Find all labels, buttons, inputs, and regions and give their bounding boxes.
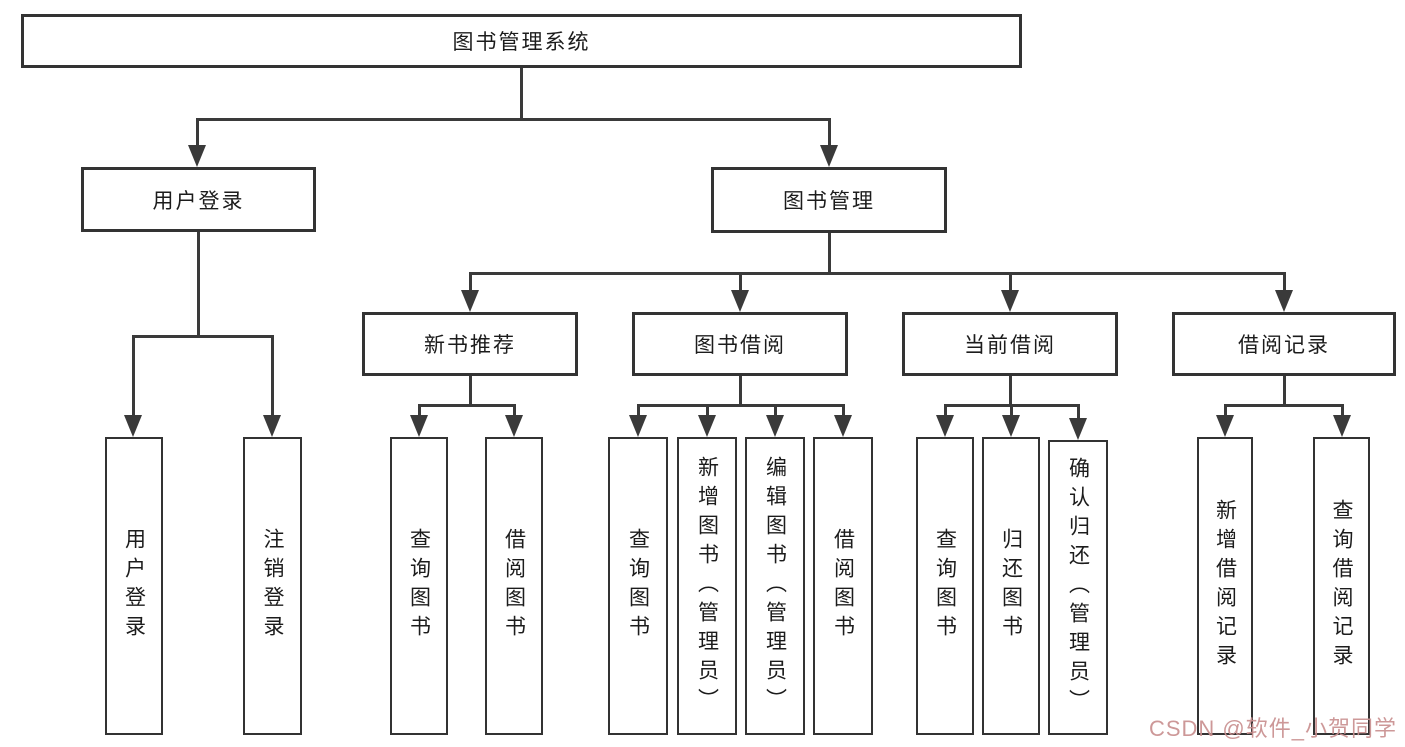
leaf-label: 用户登录 [122, 528, 146, 644]
connector-line [1008, 376, 1012, 407]
arrow-down-icon [731, 290, 749, 312]
node-label: 借阅记录 [1238, 334, 1330, 357]
leaf-label: 查询借阅记录 [1330, 499, 1353, 673]
arrow-down-icon [834, 415, 852, 437]
arrow-down-icon [1069, 418, 1087, 440]
node-label: 当前借阅 [964, 334, 1056, 357]
leaf-label: 查询图书 [933, 528, 957, 644]
connector-line [417, 403, 516, 407]
leaf-label: 新增图书（管理员） [695, 455, 719, 717]
node-borrow-records: 借阅记录 [1172, 312, 1396, 376]
leaf-label: 借阅图书 [831, 528, 855, 644]
arrow-down-icon [1275, 290, 1293, 312]
connector-line [636, 403, 845, 407]
connector-line [943, 405, 947, 415]
arrow-down-icon [1001, 290, 1019, 312]
arrow-down-icon [1002, 415, 1020, 437]
arrow-down-icon [629, 415, 647, 437]
connector-line [196, 232, 200, 338]
leaf-label: 注销登录 [261, 528, 284, 644]
connector-line [1282, 376, 1286, 407]
arrow-down-icon [698, 415, 716, 437]
leaf-label: 查询图书 [626, 528, 650, 644]
csdn-watermark: CSDN @软件_小贺同学 [1148, 716, 1397, 741]
arrow-down-icon [1333, 415, 1351, 437]
node-label: 图书管理 [783, 190, 875, 213]
node-book-management: 图书管理 [711, 167, 947, 233]
connector-line [827, 119, 831, 145]
connector-line [1223, 403, 1344, 407]
arrow-down-icon [461, 290, 479, 312]
connector-line [1223, 405, 1227, 415]
connector-line [1008, 273, 1012, 290]
connector-line [195, 119, 199, 145]
connector-line [468, 273, 472, 290]
leaf-query-books-borrow: 查询图书 [608, 437, 668, 735]
leaf-query-borrow-record: 查询借阅记录 [1313, 437, 1370, 735]
arrow-down-icon [410, 415, 428, 437]
connector-line [841, 405, 845, 415]
leaf-label: 新增借阅记录 [1213, 499, 1237, 673]
leaf-confirm-return-admin: 确认归还（管理员） [1048, 440, 1108, 735]
connector-line [738, 376, 742, 407]
leaf-return-books: 归还图书 [982, 437, 1040, 735]
leaf-label: 确认归还（管理员） [1066, 457, 1090, 718]
node-new-book-recommend: 新书推荐 [362, 312, 578, 376]
connector-line [131, 336, 135, 415]
arrow-down-icon [820, 145, 838, 167]
connector-line [1009, 405, 1013, 415]
connector-line [705, 405, 709, 415]
leaf-label: 归还图书 [999, 528, 1023, 644]
arrow-down-icon [1216, 415, 1234, 437]
leaf-label: 借阅图书 [502, 528, 526, 644]
leaf-add-borrow-record: 新增借阅记录 [1197, 437, 1253, 735]
connector-line [468, 376, 472, 407]
connector-line [738, 273, 742, 290]
leaf-borrow-books-recommend: 借阅图书 [485, 437, 543, 735]
connector-line [417, 405, 421, 415]
leaf-label: 查询图书 [407, 528, 431, 644]
connector-line [270, 336, 274, 415]
leaf-borrow-books: 借阅图书 [813, 437, 873, 735]
node-user-login: 用户登录 [81, 167, 316, 232]
leaf-logout: 注销登录 [243, 437, 302, 735]
leaf-query-books-current: 查询图书 [916, 437, 974, 735]
connector-line [827, 233, 831, 275]
connector-line [636, 405, 640, 415]
leaf-label: 编辑图书（管理员） [763, 455, 787, 717]
node-label: 图书管理系统 [452, 31, 591, 54]
connector-line [512, 405, 516, 415]
arrow-down-icon [263, 415, 281, 437]
connector-line [773, 405, 777, 415]
connector-line [1340, 405, 1344, 415]
connector-line [1076, 405, 1080, 418]
connector-line [195, 117, 831, 121]
connector-line [468, 271, 1286, 275]
arrow-down-icon [936, 415, 954, 437]
leaf-query-books-recommend: 查询图书 [390, 437, 448, 735]
node-book-borrow: 图书借阅 [632, 312, 848, 376]
node-label: 图书借阅 [694, 334, 786, 357]
arrow-down-icon [188, 145, 206, 167]
connector-line [131, 334, 274, 338]
arrow-down-icon [766, 415, 784, 437]
leaf-edit-books-admin: 编辑图书（管理员） [745, 437, 805, 735]
connector-line [519, 68, 523, 121]
node-current-borrow: 当前借阅 [902, 312, 1118, 376]
leaf-user-login: 用户登录 [105, 437, 163, 735]
connector-line [1282, 273, 1286, 290]
node-label: 新书推荐 [424, 334, 516, 357]
arrow-down-icon [505, 415, 523, 437]
arrow-down-icon [124, 415, 142, 437]
node-label: 用户登录 [152, 189, 245, 213]
leaf-add-books-admin: 新增图书（管理员） [677, 437, 737, 735]
node-root-library-system: 图书管理系统 [21, 14, 1022, 68]
